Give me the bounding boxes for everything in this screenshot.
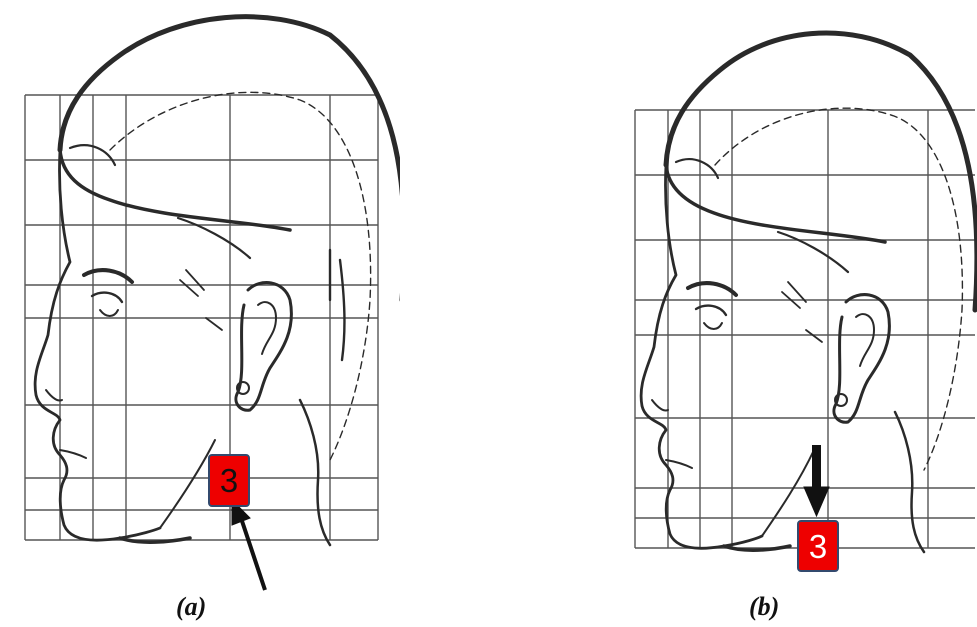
proportion-grid-b — [634, 109, 975, 549]
head-profile-drawing-a — [24, 14, 400, 591]
point-marker-b: 3 — [797, 520, 839, 572]
pointer-arrow-a — [231, 498, 267, 591]
point-marker-label-b: 3 — [808, 527, 828, 565]
head-outline-b — [639, 30, 977, 554]
proportion-grid-a — [24, 94, 379, 541]
point-marker-label-a: 3 — [219, 462, 239, 499]
caption-a: (a) — [176, 592, 207, 621]
head-profile-drawing-b — [634, 30, 977, 554]
caption-b: (b) — [749, 592, 780, 621]
panel-b: 3 (b) — [610, 0, 977, 627]
point-marker-a: 3 — [208, 454, 250, 507]
panel-a: 3 (a) — [0, 0, 400, 627]
pointer-arrow-b — [803, 445, 830, 518]
head-outline-a — [33, 14, 400, 547]
